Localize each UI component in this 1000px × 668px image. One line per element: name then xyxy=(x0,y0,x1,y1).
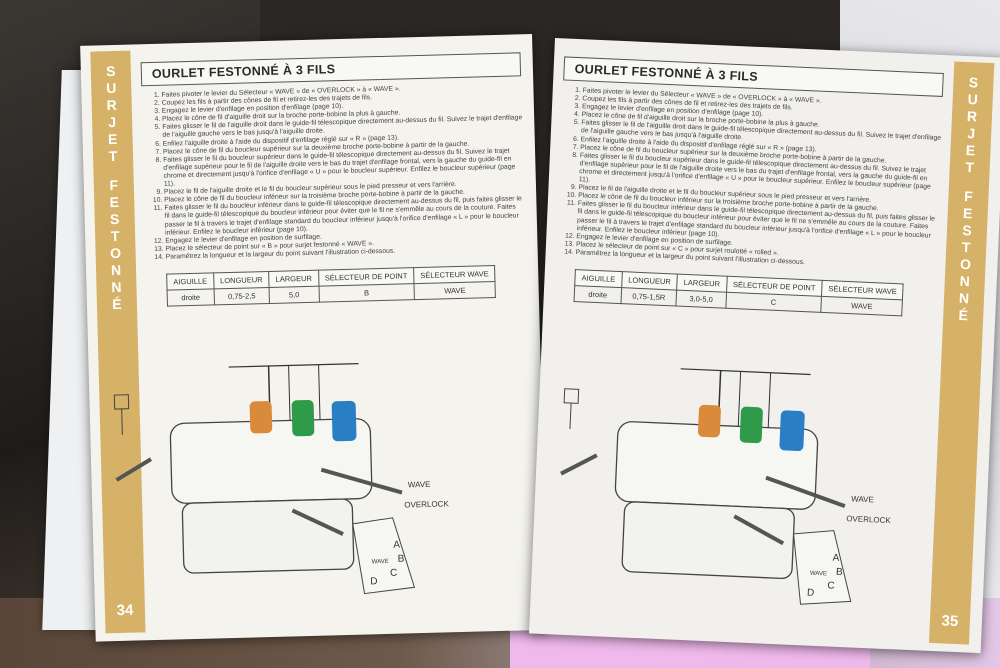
overlock-label: OVERLOCK xyxy=(404,499,449,509)
serger-drawing: WAVE OVERLOCK A B C D WAVE xyxy=(560,368,892,605)
dial-label: B xyxy=(836,567,843,578)
dial-label: D xyxy=(807,588,815,599)
instruction-steps: Faites pivoter le levier du Sélecteur « … xyxy=(141,82,525,262)
stitch-selector-dial xyxy=(352,517,416,595)
band-letter: U xyxy=(106,79,117,97)
band-letter: R xyxy=(106,96,117,114)
arrow xyxy=(733,514,785,546)
band-letter: S xyxy=(968,74,979,91)
overlock-label: OVERLOCK xyxy=(846,514,891,525)
band-letter: T xyxy=(961,238,971,256)
stitch-selector-dial xyxy=(793,530,852,605)
serger-base xyxy=(621,501,795,580)
serger-illustration: WAVE OVERLOCK A B C D WAVE xyxy=(551,359,941,615)
band-letter: T xyxy=(965,159,975,176)
table-cell: WAVE xyxy=(820,296,903,316)
table-header: LARGEUR xyxy=(268,270,319,288)
band-letter: N xyxy=(111,278,122,296)
wave-label: WAVE xyxy=(408,480,431,490)
table-cell: B xyxy=(318,283,415,303)
band-letter: E xyxy=(109,193,120,211)
band-letter: N xyxy=(959,272,971,290)
tension-dial-icon xyxy=(563,388,580,404)
spool-orange xyxy=(249,401,273,434)
arrow xyxy=(291,508,344,536)
settings-table: AIGUILLE LONGUEUR LARGEUR SÉLECTEUR DE P… xyxy=(574,269,905,316)
band-letter: F xyxy=(963,188,974,205)
band-letter: É xyxy=(112,295,122,313)
arrow xyxy=(320,467,403,495)
page-heading: OURLET FESTONNÉ À 3 FILS xyxy=(140,52,522,87)
band-letter: T xyxy=(108,147,118,165)
arrow xyxy=(115,457,153,482)
band-letter: J xyxy=(966,125,976,142)
band-letter: S xyxy=(961,221,973,239)
band-letter: S xyxy=(109,210,120,228)
thread-stand xyxy=(680,368,811,376)
spool-blue xyxy=(331,400,357,442)
table-cell: 5,0 xyxy=(269,286,319,304)
spool-green xyxy=(739,406,763,444)
table-cell: droite xyxy=(167,288,215,307)
dial-label: A xyxy=(832,553,839,564)
table-cell: droite xyxy=(574,285,622,304)
band-letter: R xyxy=(966,108,978,125)
table-header: AIGUILLE xyxy=(166,272,214,291)
band-letter: U xyxy=(967,91,979,108)
dial-label: D xyxy=(370,576,378,587)
spool-blue xyxy=(779,410,805,452)
table-cell: C xyxy=(725,292,822,313)
table-cell: 0,75-2,5 xyxy=(213,287,270,305)
thread-stand xyxy=(228,363,359,368)
dial-label: A xyxy=(393,540,400,551)
band-letter: O xyxy=(109,244,122,262)
serger-base xyxy=(181,498,355,574)
wave-label: WAVE xyxy=(851,494,874,504)
table-cell: 3,0-5,0 xyxy=(676,290,727,309)
table-header: LONGUEUR xyxy=(213,271,270,289)
page-number: 35 xyxy=(941,612,959,631)
spool-green xyxy=(291,399,315,437)
band-letter xyxy=(93,164,133,177)
instruction-steps: Faites pivoter le levier du Sélecteur « … xyxy=(555,86,942,272)
band-letter: S xyxy=(105,62,116,80)
dial-label: B xyxy=(398,554,405,565)
dial-label: C xyxy=(827,580,835,591)
band-letter: N xyxy=(110,261,122,279)
band-letter: E xyxy=(107,130,118,148)
serger-drawing: WAVE OVERLOCK A B C D WAVE xyxy=(113,363,450,595)
band-letter: J xyxy=(108,113,117,131)
band-letter: F xyxy=(109,176,119,194)
dial-label: WAVE xyxy=(372,559,389,565)
tension-dial-icon xyxy=(113,394,130,410)
dial-label: C xyxy=(390,568,398,579)
band-letter: E xyxy=(965,142,976,159)
table-cell: 0,75-1,5R xyxy=(620,287,677,307)
settings-table: AIGUILLE LONGUEUR LARGEUR SÉLECTEUR DE P… xyxy=(166,265,496,307)
dial-label: WAVE xyxy=(810,571,827,578)
band-letter: T xyxy=(110,227,120,245)
spool-orange xyxy=(697,404,721,438)
band-letter: É xyxy=(958,306,969,324)
band-letter: O xyxy=(959,255,972,273)
table-cell: WAVE xyxy=(414,281,496,300)
arrow xyxy=(765,475,846,508)
arrow xyxy=(560,453,598,476)
serger-illustration: WAVE OVERLOCK A B C D WAVE xyxy=(109,355,495,605)
band-letter: E xyxy=(962,204,973,222)
band-letter: N xyxy=(958,289,970,307)
